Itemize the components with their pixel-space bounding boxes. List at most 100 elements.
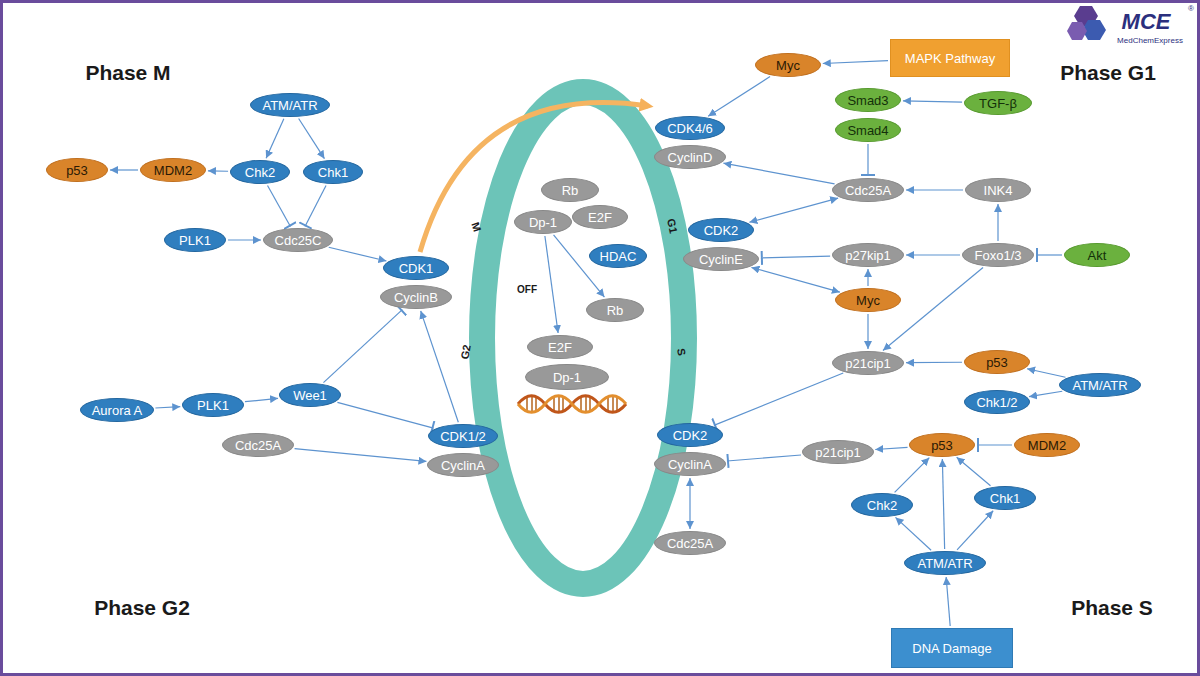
protein-oval: Myc [835, 288, 901, 312]
node-text: Smad4 [847, 124, 888, 137]
cycle-arrow [420, 103, 648, 252]
protein-oval: Chk1 [974, 486, 1036, 510]
node-text: ATM/ATR [1072, 379, 1127, 392]
node-text: Chk1 [990, 492, 1020, 505]
protein-oval: Cdc25A [832, 178, 904, 202]
protein-oval: CDK1/2 [428, 424, 498, 448]
protein-oval: p53 [46, 158, 108, 182]
node-text: Dp-1 [529, 216, 557, 229]
node-text: p53 [66, 164, 88, 177]
dna-helix [518, 396, 626, 413]
protein-oval: CyclinA [654, 452, 726, 476]
node-text: CDK1 [399, 262, 434, 275]
activation-arrow [110, 169, 138, 170]
activation-arrow [208, 170, 228, 172]
protein-oval: HDAC [589, 244, 647, 268]
activation-arrow [749, 198, 838, 222]
protein-oval: PLK1 [164, 228, 226, 252]
node-text: p21cip1 [815, 446, 861, 459]
node-text: p53 [931, 439, 953, 452]
node-text: Wee1 [293, 389, 327, 402]
protein-oval: Chk1/2 [964, 390, 1030, 414]
node-text: E2F [588, 211, 612, 224]
inhibition-line [337, 402, 433, 428]
activation-arrow [895, 458, 930, 493]
activation-arrow [906, 254, 960, 255]
protein-oval: Wee1 [279, 383, 341, 407]
phase-title: Phase M [85, 62, 170, 83]
activation-arrow [875, 447, 907, 449]
node-text: Chk1 [318, 166, 348, 179]
protein-oval: CyclinA [427, 453, 499, 477]
phase-title: Phase S [1071, 597, 1153, 618]
cycle-ring [482, 92, 684, 584]
protein-oval: CyclinB [380, 285, 452, 309]
activation-arrow [723, 163, 834, 184]
protein-oval: Chk2 [851, 493, 913, 517]
node-text: Myc [776, 59, 800, 72]
inhibition-line [268, 185, 291, 226]
activation-arrow [867, 269, 868, 286]
inhibition-line [323, 310, 402, 383]
activation-arrow [823, 61, 888, 64]
protein-oval: Rb [586, 298, 644, 322]
protein-oval: ATM/ATR [904, 551, 986, 575]
activation-arrow [906, 362, 962, 364]
inhibition-line [1036, 254, 1062, 255]
activation-arrow [299, 118, 325, 158]
protein-oval: Cdc25A [654, 531, 726, 555]
protein-oval: MDM2 [140, 158, 206, 182]
activation-arrow [1027, 369, 1065, 378]
node-text: CDK1/2 [440, 430, 486, 443]
protein-oval: PLK1 [182, 393, 244, 417]
protein-oval: Smad3 [835, 88, 901, 112]
protein-oval: p21cip1 [832, 351, 904, 375]
protein-oval: CyclinE [683, 247, 759, 271]
protein-oval: ATM/ATR [1059, 373, 1141, 397]
protein-oval: Chk2 [230, 160, 290, 184]
activation-arrow [903, 101, 962, 102]
node-text: Smad3 [847, 94, 888, 107]
protein-oval: Smad4 [835, 118, 901, 142]
ring-label: G1 [665, 218, 679, 235]
protein-oval: p21cip1 [802, 440, 874, 464]
protein-oval: CDK1 [383, 256, 449, 280]
protein-oval: E2F [527, 335, 593, 359]
activation-arrow [883, 267, 983, 350]
protein-oval: ATM/ATR [250, 93, 330, 117]
protein-oval: E2F [572, 205, 628, 229]
node-text: PLK1 [197, 399, 229, 412]
node-text: p27kip1 [845, 249, 891, 262]
node-text: Foxo1/3 [975, 249, 1022, 262]
state-label: OFF [517, 285, 537, 295]
activation-arrow [957, 457, 991, 486]
node-text: ATM/ATR [262, 99, 317, 112]
phase-title: Phase G2 [94, 597, 190, 618]
protein-oval: Akt [1064, 243, 1130, 267]
node-text: Chk2 [245, 166, 275, 179]
activation-arrow [946, 577, 950, 626]
activation-arrow [895, 517, 931, 550]
protein-oval: Foxo1/3 [962, 243, 1034, 267]
node-text: Cdc25A [235, 439, 281, 452]
node-text: p53 [986, 356, 1008, 369]
activation-arrow [295, 449, 427, 462]
node-text: CyclinB [394, 291, 438, 304]
node-text: Chk1/2 [976, 396, 1017, 409]
node-text: Cdc25C [275, 234, 322, 247]
protein-oval: p27kip1 [832, 243, 904, 267]
activation-arrow [266, 119, 284, 159]
node-text: Cdc25A [845, 184, 891, 197]
node-text: MAPK Pathway [905, 52, 995, 65]
protein-oval: Aurora A [80, 398, 154, 422]
activation-arrow [421, 311, 459, 422]
node-text: p21cip1 [845, 357, 891, 370]
node-text: MDM2 [1028, 439, 1066, 452]
node-text: Myc [856, 294, 880, 307]
protein-oval: MDM2 [1014, 433, 1080, 457]
inhibition-line [714, 373, 843, 425]
activation-arrow [689, 478, 690, 529]
node-text: ATM/ATR [917, 557, 972, 570]
node-text: CDK2 [704, 224, 739, 237]
